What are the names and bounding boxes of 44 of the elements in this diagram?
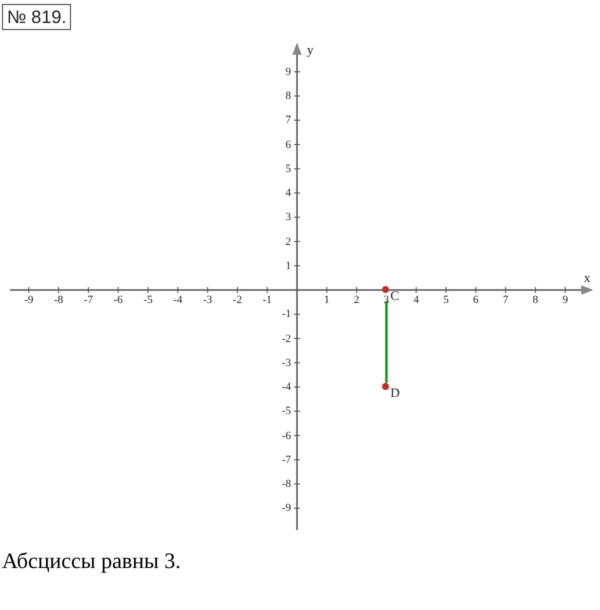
tick-label: -6 [112,294,124,306]
tick-label: 1 [323,294,331,306]
tick-label: -2 [280,332,291,344]
tick-label: -5 [142,294,154,306]
point [382,383,400,398]
tick-label: -2 [232,294,243,306]
tick-label: -9 [23,294,34,306]
tick-label: 4 [412,294,420,306]
tick-label: -8 [280,478,291,490]
axis-label: y [307,44,314,56]
point-label: D [390,386,400,399]
tick-label: 2 [352,294,360,306]
tick-label: -7 [280,454,291,466]
tick-label: 5 [442,294,450,306]
tick-label: -7 [82,294,94,306]
problem-number: № 819. [2,4,72,30]
tick-label: -3 [280,356,291,369]
tick-label: 8 [284,90,291,102]
tick-label: -6 [280,430,291,442]
tick-label: -8 [53,294,64,306]
tick-label: -3 [202,294,214,306]
tick-label: 5 [284,162,291,175]
segment [385,301,388,383]
tick-label: 6 [284,138,291,150]
tick-label: 6 [472,294,480,306]
tick-label: 3 [284,211,291,224]
tick-label: 8 [532,294,540,306]
tick-label: 7 [502,294,510,306]
caption: Абсциссы равны 3. [2,548,181,574]
tick-label: -4 [280,381,291,393]
axis-label: x [584,272,590,284]
point-label: C [390,289,400,302]
tick-label: -4 [172,294,184,306]
tick-label: -1 [280,308,291,320]
tick-label: 1 [284,260,291,272]
tick-label: 7 [284,114,291,126]
tick-label: 9 [284,66,291,78]
tick-label: -9 [280,502,291,514]
tick-label: 4 [284,187,291,199]
tick-label: -5 [280,405,291,418]
tick-label: 9 [561,294,569,306]
tick-label: -1 [262,294,273,306]
tick-label: 3 [382,294,390,306]
tick-label: 2 [284,236,291,248]
